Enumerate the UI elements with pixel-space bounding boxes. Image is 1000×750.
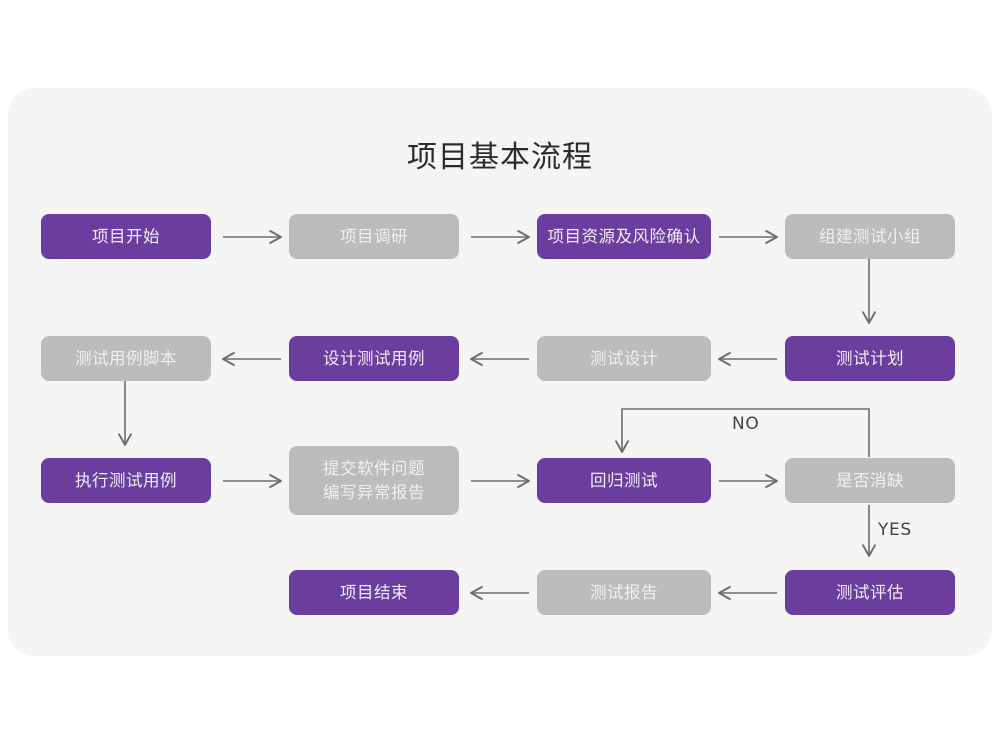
node-defect-resolved[interactable]: 是否消缺 (785, 458, 955, 503)
node-label: 测试设计 (590, 348, 658, 368)
node-project-end[interactable]: 项目结束 (289, 570, 459, 615)
node-label: 项目结束 (340, 582, 408, 602)
node-regression-test[interactable]: 回归测试 (537, 458, 711, 503)
node-test-case-script[interactable]: 测试用例脚本 (41, 336, 211, 381)
node-test-report[interactable]: 测试报告 (537, 570, 711, 615)
node-label: 测试报告 (590, 582, 658, 602)
node-label: 设计测试用例 (323, 348, 425, 368)
edge-label-yes: YES (878, 520, 912, 540)
node-resource-risk-confirm[interactable]: 项目资源及风险确认 (537, 214, 711, 259)
node-project-start[interactable]: 项目开始 (41, 214, 211, 259)
node-execute-test-case[interactable]: 执行测试用例 (41, 458, 211, 503)
node-test-evaluation[interactable]: 测试评估 (785, 570, 955, 615)
edge-label-no: NO (732, 414, 760, 434)
node-label: 提交软件问题 编写异常报告 (323, 458, 425, 502)
node-test-design[interactable]: 测试设计 (537, 336, 711, 381)
node-label: 回归测试 (590, 470, 658, 490)
node-label: 项目资源及风险确认 (547, 226, 701, 246)
node-label: 执行测试用例 (75, 470, 177, 490)
node-label: 组建测试小组 (819, 226, 921, 246)
node-label: 测试评估 (836, 582, 904, 602)
node-design-test-case[interactable]: 设计测试用例 (289, 336, 459, 381)
node-test-plan[interactable]: 测试计划 (785, 336, 955, 381)
node-label: 项目调研 (340, 226, 408, 246)
node-label: 测试用例脚本 (75, 348, 177, 368)
page-title: 项目基本流程 (407, 140, 593, 175)
node-label: 测试计划 (836, 348, 904, 368)
node-label: 项目开始 (92, 226, 160, 246)
node-submit-issue-report[interactable]: 提交软件问题 编写异常报告 (289, 446, 459, 515)
node-project-research[interactable]: 项目调研 (289, 214, 459, 259)
node-build-test-team[interactable]: 组建测试小组 (785, 214, 955, 259)
node-label: 是否消缺 (836, 470, 904, 490)
flowchart-card: 项目基本流程 (8, 88, 992, 656)
